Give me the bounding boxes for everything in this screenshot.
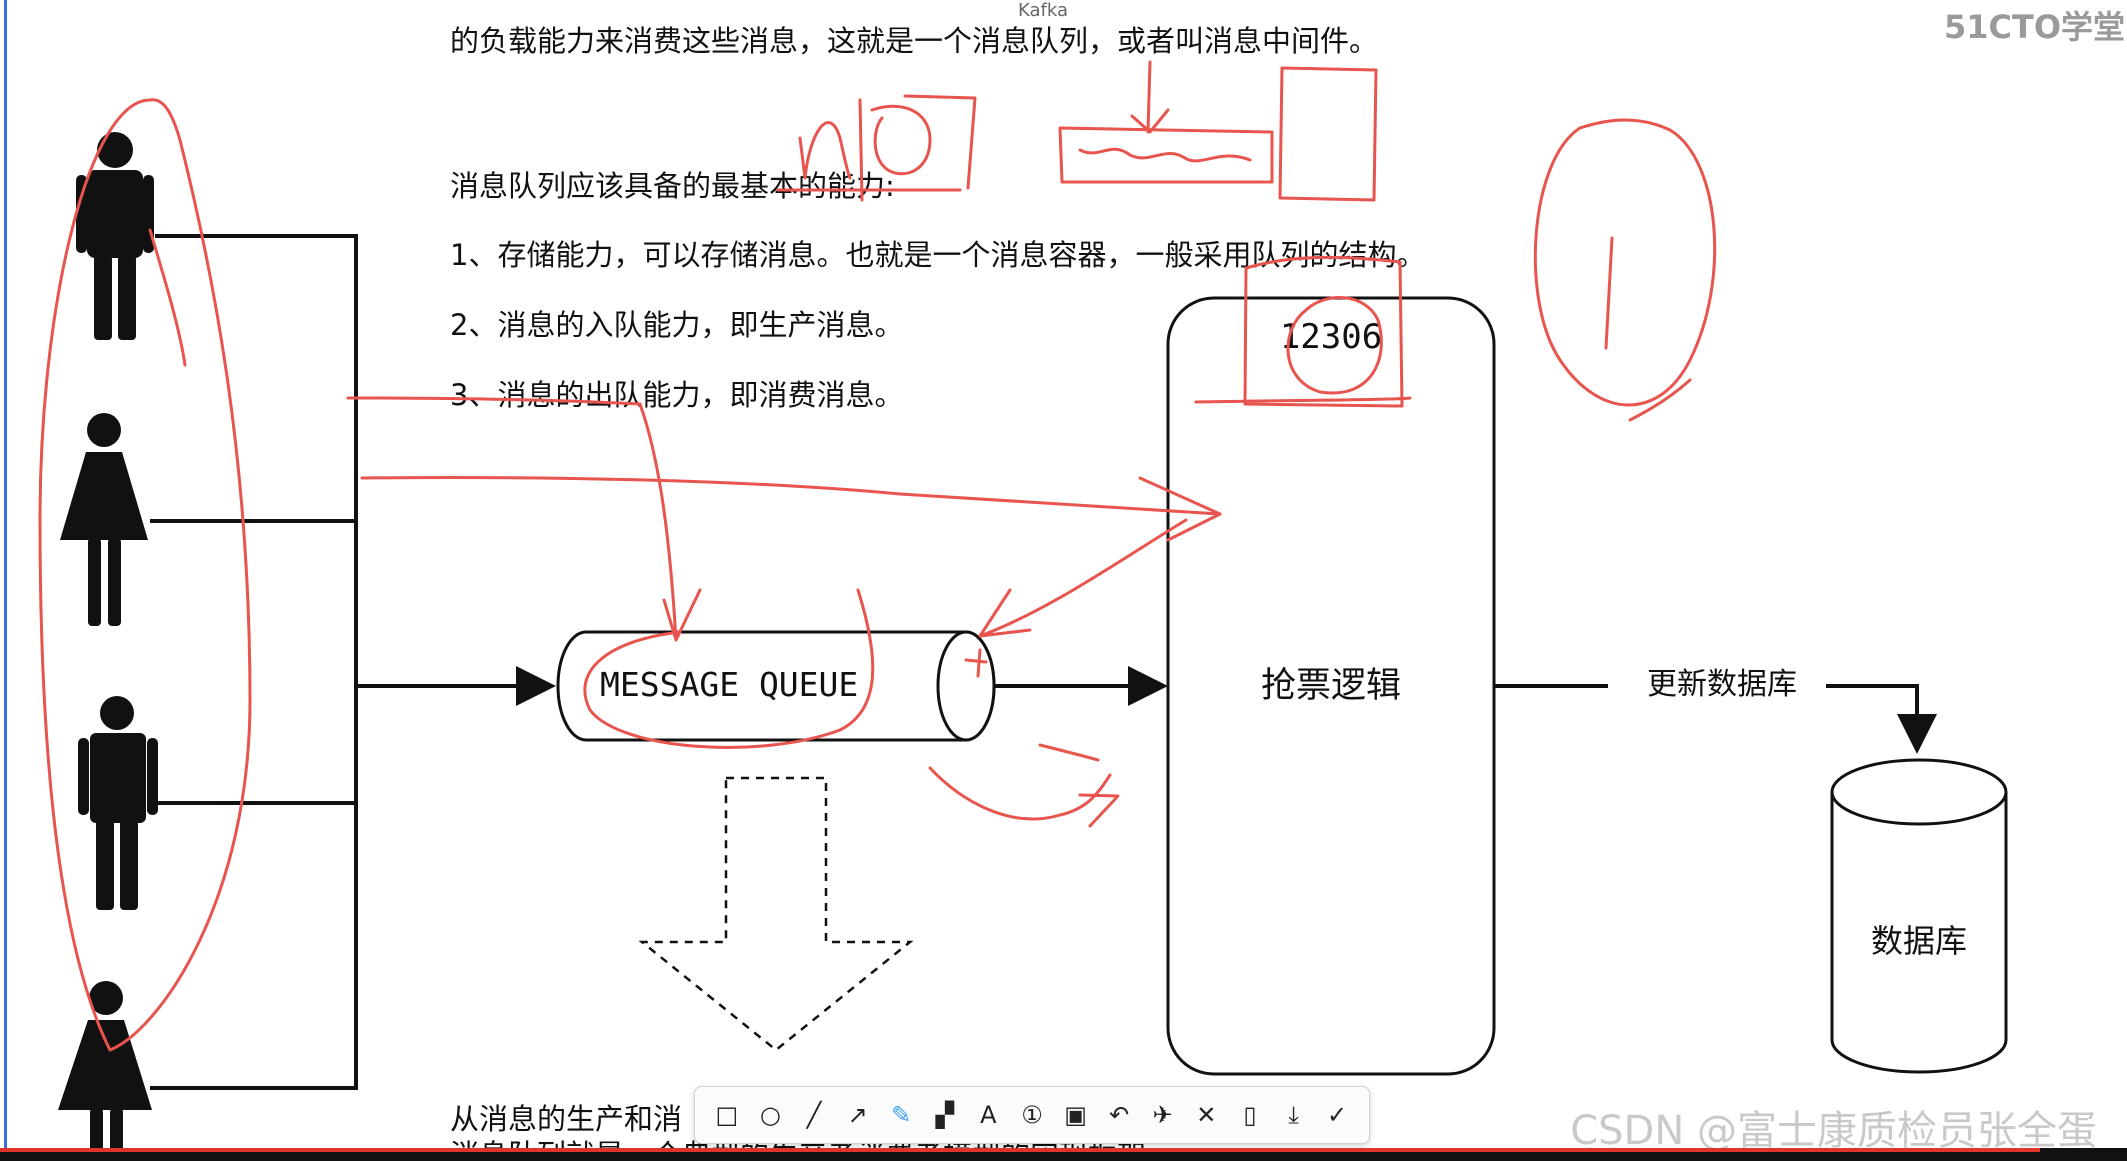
close-icon[interactable]: ✕: [1196, 1101, 1217, 1129]
window-title: Kafka: [1018, 0, 1068, 21]
undo-icon[interactable]: ↶: [1109, 1101, 1130, 1129]
rectangle-icon[interactable]: □: [715, 1101, 739, 1129]
brand-logo: 51CTO学堂: [1944, 8, 2126, 46]
text-icon[interactable]: A: [980, 1101, 997, 1129]
queue-label: MESSAGE QUEUE: [600, 665, 858, 704]
border-icon[interactable]: ▣: [1064, 1101, 1087, 1129]
text-item-3: 3、消息的出队能力，即消费消息。: [450, 378, 904, 412]
update-to-db-arrow: [1826, 684, 1937, 754]
handwritten-annotations: [38, 60, 1717, 1052]
user-female-icon-2: [58, 981, 152, 1153]
pen-icon[interactable]: ✎: [891, 1101, 912, 1129]
database-cylinder: [1830, 758, 2008, 1074]
user-female-icon-1: [60, 413, 148, 626]
mosaic-icon[interactable]: ▞: [935, 1101, 954, 1129]
download-icon[interactable]: ⤓: [1288, 1101, 1299, 1129]
text-heading: 消息队列应该具备的最基本的能力:: [450, 169, 895, 203]
left-border: [4, 0, 7, 1161]
dashed-down-arrow: [638, 776, 914, 1052]
producer-bracket: [150, 234, 358, 1090]
user-male-icon-2: [78, 696, 158, 910]
logic-top-label: 12306: [1280, 317, 1382, 357]
clipboard-icon[interactable]: ▯: [1243, 1101, 1257, 1129]
line-icon[interactable]: ╱: [806, 1101, 822, 1129]
progress-line: [0, 1148, 2040, 1152]
check-icon[interactable]: ✓: [1327, 1101, 1348, 1129]
text-bottom-1: 从消息的生产和消: [450, 1102, 683, 1136]
circle-icon[interactable]: ○: [759, 1101, 781, 1129]
csdn-watermark: CSDN @富士康质检员张全蛋: [1570, 1108, 2097, 1154]
text-item-1: 1、存储能力，可以存储消息。也就是一个消息容器，一般采用队列的结构。: [450, 238, 1426, 272]
number-icon[interactable]: ①: [1021, 1101, 1043, 1129]
text-line-top: 的负载能力来消费这些消息，这就是一个消息队列，或者叫消息中间件。: [450, 24, 1379, 58]
logic-label: 抢票逻辑: [1261, 666, 1401, 706]
pin-icon[interactable]: ✈: [1152, 1101, 1173, 1129]
db-label: 数据库: [1871, 922, 1967, 960]
text-item-2: 2、消息的入队能力，即生产消息。: [450, 308, 904, 342]
user-male-icon-1: [76, 132, 154, 340]
annotation-toolbar: □ ○ ╱ ↗ ✎ ▞ A ① ▣ ↶ ✈ ✕ ▯ ⤓ ✓: [694, 1086, 1370, 1144]
update-db-label: 更新数据库: [1647, 667, 1797, 702]
arrow-icon[interactable]: ↗: [847, 1101, 868, 1129]
